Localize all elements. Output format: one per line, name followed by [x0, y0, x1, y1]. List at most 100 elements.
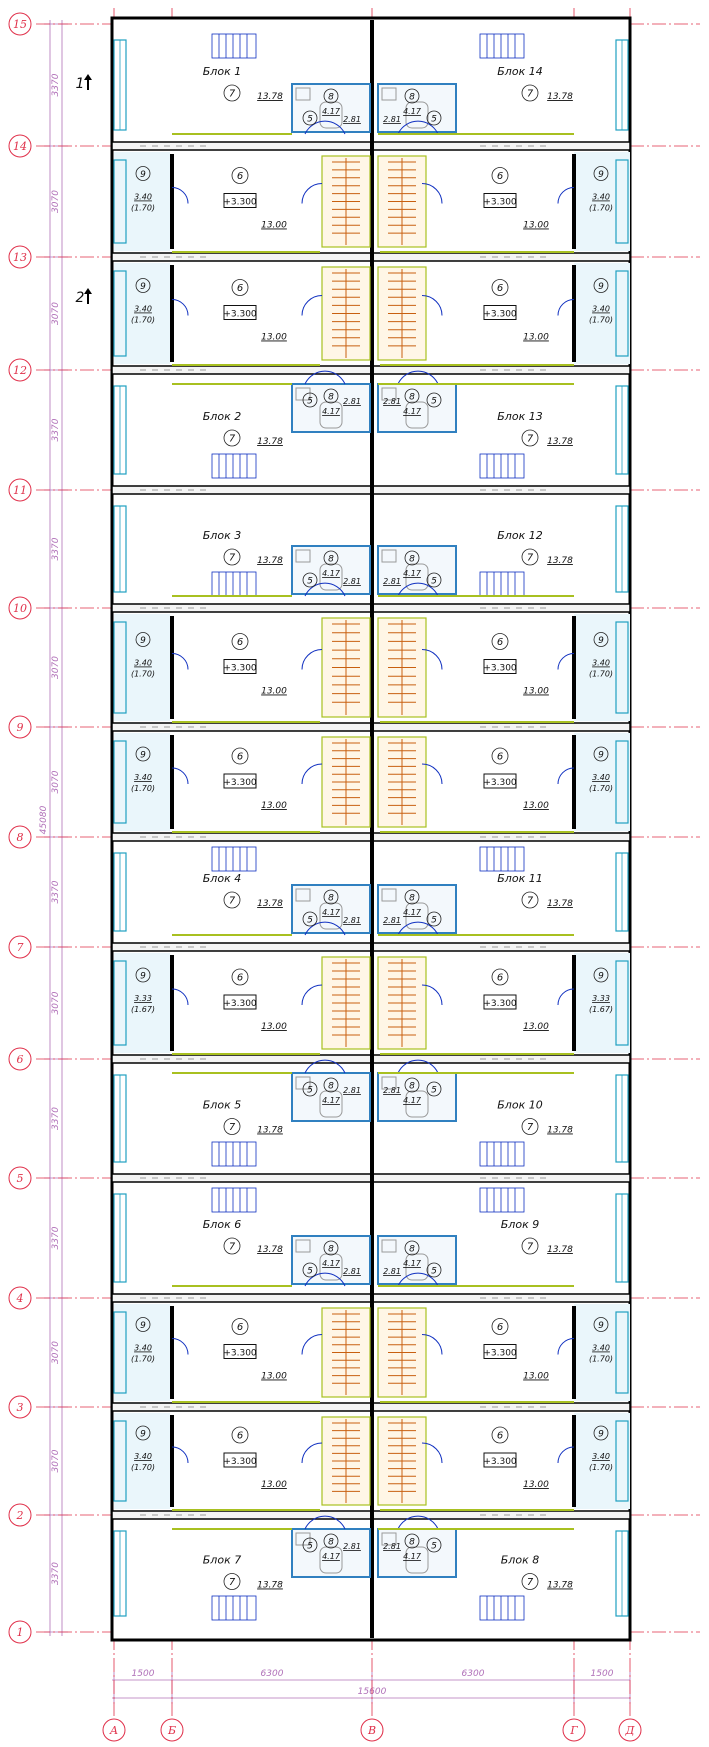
- row-axis-bubble: 8: [8, 825, 32, 849]
- room-area: 13.78: [547, 1245, 573, 1255]
- room-area: 13.78: [257, 1581, 283, 1591]
- level-box: [483, 1452, 517, 1468]
- room-area: 13.78: [257, 899, 283, 909]
- col-axis-bubble: Б: [160, 1718, 184, 1742]
- room-area: 13.78: [257, 92, 283, 102]
- door-swing: [301, 984, 323, 1006]
- unit-R-6: [377, 846, 629, 936]
- bottom-dimension: 6300: [261, 1669, 284, 1679]
- balcony-area: 3.40: [592, 305, 610, 314]
- sink-icon: [295, 888, 311, 902]
- bath-number: 8: [409, 93, 415, 103]
- room-number: 6: [497, 637, 503, 648]
- hall-number: 5: [431, 1086, 437, 1096]
- bathroom: [377, 545, 457, 595]
- door-swing: [301, 183, 323, 204]
- room-number: 6: [497, 283, 503, 294]
- balcony-number-circle: [593, 967, 609, 983]
- door-swing: [304, 1272, 346, 1287]
- unit-L-1: [113, 1413, 371, 1511]
- bath-number-circle: [323, 88, 339, 104]
- row-dimension: 3370: [51, 1107, 61, 1130]
- balcony-number: 9: [598, 1430, 604, 1440]
- unit-R-3: [377, 1187, 629, 1287]
- bathtub-icon: [319, 563, 343, 591]
- balcony-area: 3.40: [134, 1344, 152, 1353]
- level-mark: +3.300: [223, 1457, 257, 1467]
- row-dimension: 3070: [51, 991, 61, 1014]
- door-swing: [171, 299, 189, 316]
- bath-number: 8: [409, 393, 415, 403]
- room-number-circle: [521, 891, 539, 909]
- row-axis-bubble: 14: [8, 134, 32, 158]
- section-mark-label: 1: [76, 76, 85, 92]
- balcony-area: 3.40: [592, 1452, 610, 1461]
- balcony-zone: [574, 263, 630, 364]
- door-swing: [557, 299, 575, 316]
- balcony-area-half: (1.70): [131, 670, 155, 679]
- level-box: [483, 305, 517, 320]
- door-swing: [421, 763, 443, 785]
- bath-number-circle: [323, 388, 339, 404]
- row-dimension: 3070: [51, 770, 61, 793]
- bath-number-circle: [404, 1240, 420, 1256]
- level-box: [223, 1452, 257, 1468]
- door-swing: [557, 988, 575, 1006]
- bathtub-icon: [319, 1253, 343, 1281]
- bath-area: 4.17: [403, 1096, 422, 1105]
- row-axis-label: 3: [17, 1401, 24, 1414]
- balcony-area-half: (1.70): [589, 1463, 613, 1472]
- level-box: [483, 659, 517, 674]
- unit-R-4: [377, 1059, 629, 1167]
- row-axis-bubble: 4: [8, 1286, 32, 1310]
- hall-number: 5: [431, 1267, 437, 1277]
- balcony-area: 3.40: [134, 659, 152, 668]
- balcony-number: 9: [140, 972, 146, 982]
- door-swing: [304, 1059, 346, 1074]
- door-swing: [397, 370, 439, 385]
- row-dimension: 3370: [51, 1562, 61, 1585]
- bathtub-icon: [405, 1090, 429, 1118]
- bathroom: [377, 1235, 457, 1285]
- block-name: Блок 13: [497, 410, 542, 423]
- door-swing: [397, 120, 439, 135]
- sink-icon: [295, 549, 311, 563]
- row-dimension: 3070: [51, 302, 61, 325]
- hall-area: 2.81: [343, 1542, 361, 1551]
- room-number-circle: [231, 1426, 249, 1444]
- row-dimension: 3370: [51, 1226, 61, 1249]
- balcony-number: 9: [598, 636, 604, 646]
- room-number: 7: [229, 1577, 236, 1588]
- bathroom: [377, 884, 457, 934]
- bathtub-icon: [319, 401, 343, 429]
- door-swing: [304, 370, 346, 385]
- balcony-zone: [574, 1304, 630, 1401]
- unit-L-6: [113, 846, 371, 936]
- bath-number-circle: [404, 550, 420, 566]
- row-dimension: 3370: [51, 880, 61, 903]
- row-axis-label: 8: [17, 831, 24, 844]
- bath-area: 4.17: [322, 1096, 341, 1105]
- bathroom: [291, 1072, 371, 1122]
- hall-area: 2.81: [343, 577, 361, 586]
- sink-icon: [381, 549, 397, 563]
- door-swing: [397, 1515, 439, 1530]
- room-number-circle: [223, 891, 241, 909]
- bottom-dimension: 6300: [462, 1669, 485, 1679]
- balcony-number-circle: [135, 1425, 151, 1441]
- level-mark: +3.300: [483, 1457, 517, 1467]
- balcony-area-half: (1.70): [131, 316, 155, 325]
- balcony-number-circle: [135, 967, 151, 983]
- hall-number: 5: [431, 1542, 437, 1552]
- door-swing: [557, 187, 575, 204]
- window: [615, 159, 629, 244]
- block-name: Блок 7: [203, 1554, 241, 1567]
- room-number: 7: [229, 434, 236, 445]
- room-number-circle: [231, 633, 249, 650]
- window: [113, 159, 127, 244]
- col-axis-circle: [618, 1718, 642, 1742]
- bathtub-icon: [319, 902, 343, 930]
- col-axis-circle: [360, 1718, 384, 1742]
- room-area: 13.00: [261, 1022, 287, 1032]
- row-axis-circle: [8, 825, 32, 849]
